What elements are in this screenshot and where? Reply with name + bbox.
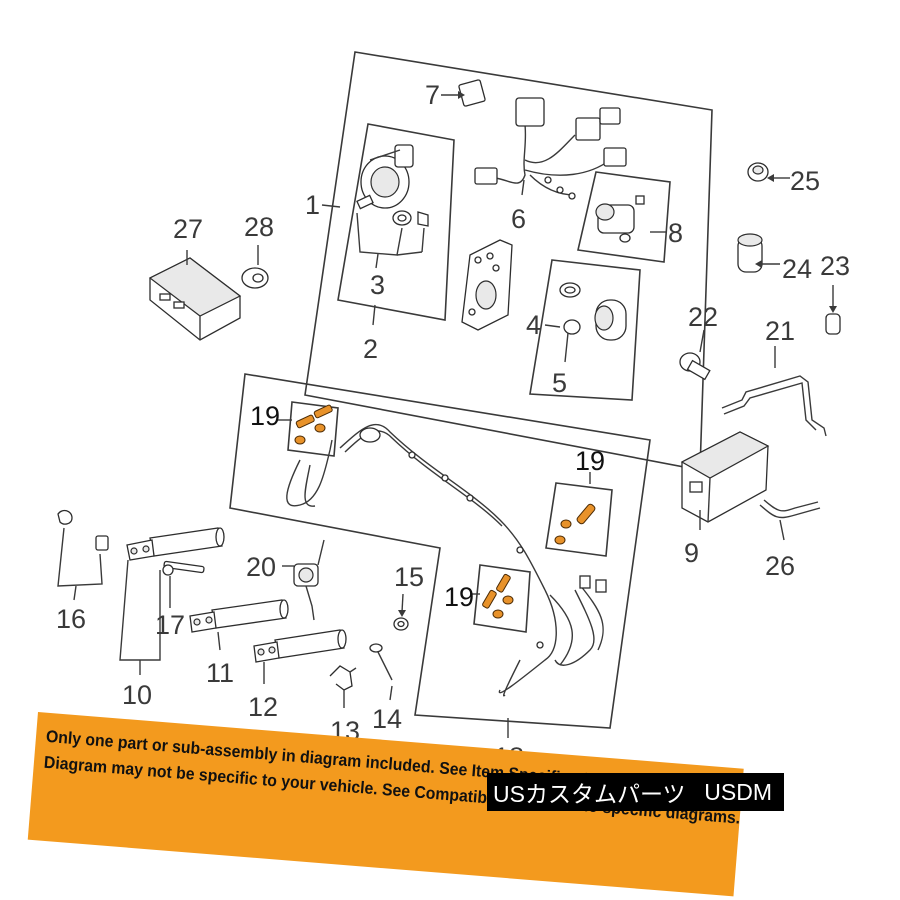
shock-absorber-rear: [189, 599, 289, 651]
callout-16: 16: [56, 604, 86, 634]
assembly-box-lower: [229, 373, 651, 729]
callout-17: 17: [155, 610, 185, 640]
air-line-harness: [286, 423, 607, 697]
clips: [57, 509, 109, 601]
mounting-pin: [369, 643, 393, 701]
pump-motor: [559, 282, 627, 341]
callout-19-lower: 19: [444, 582, 474, 612]
callout-27: 27: [173, 214, 203, 244]
relay: [441, 79, 486, 107]
filter-element: [825, 285, 841, 335]
nut: [241, 245, 269, 289]
callout-28: 28: [244, 212, 274, 242]
callout-2: 2: [363, 334, 378, 364]
callout-4: 4: [526, 310, 541, 340]
solenoid-valve: [595, 195, 645, 243]
washer: [393, 593, 409, 631]
sub-box-4: [529, 259, 641, 401]
callout-24: 24: [782, 254, 812, 284]
callout-7: 7: [425, 80, 440, 110]
seller-name: USカスタムパーツ: [493, 781, 686, 807]
filter-canister: [737, 233, 780, 273]
callout-12: 12: [248, 692, 278, 722]
shock-absorber-lower: [253, 629, 347, 684]
actuator-motor: [356, 144, 429, 227]
hardware-kit-upper-left: [276, 401, 339, 457]
callout-11: 11: [206, 658, 234, 688]
mounting-bracket: [721, 346, 827, 437]
callout-20: 20: [246, 552, 276, 582]
shock-absorber-front: [119, 527, 225, 675]
valve-block: [461, 239, 513, 331]
level-sensor: [282, 539, 325, 621]
seller-brand: USDM: [704, 778, 772, 805]
control-module: [148, 250, 242, 341]
callout-6: 6: [511, 204, 526, 234]
compressor-unit: [680, 431, 770, 530]
callout-14: 14: [372, 704, 402, 734]
cap-nut: [747, 162, 790, 182]
callout-21: 21: [765, 316, 795, 346]
seller-watermark: USカスタムパーツ USDM: [487, 773, 784, 811]
callout-3: 3: [370, 270, 385, 300]
bolt: [679, 329, 711, 381]
callout-8: 8: [668, 218, 683, 248]
hardware-kit-right: [545, 472, 613, 557]
callout-23: 23: [820, 251, 850, 281]
callout-19-upper-left: 19: [250, 401, 280, 431]
hardware-kit-lower: [470, 564, 531, 633]
callout-10: 10: [122, 680, 152, 710]
callout-22: 22: [688, 302, 718, 332]
height-sensor: [162, 560, 205, 608]
callout-25: 25: [790, 166, 820, 196]
air-hose: [759, 499, 821, 541]
sensor-bracket: [329, 665, 357, 708]
callout-9: 9: [684, 538, 699, 568]
wiring-harness: [474, 97, 627, 200]
callout-1: 1: [305, 190, 320, 220]
sub-box-2: [337, 123, 455, 321]
callout-19-right: 19: [575, 446, 605, 476]
callout-5: 5: [552, 368, 567, 398]
callout-26: 26: [765, 551, 795, 581]
sub-box-8: [577, 171, 671, 263]
callout-15: 15: [394, 562, 424, 592]
